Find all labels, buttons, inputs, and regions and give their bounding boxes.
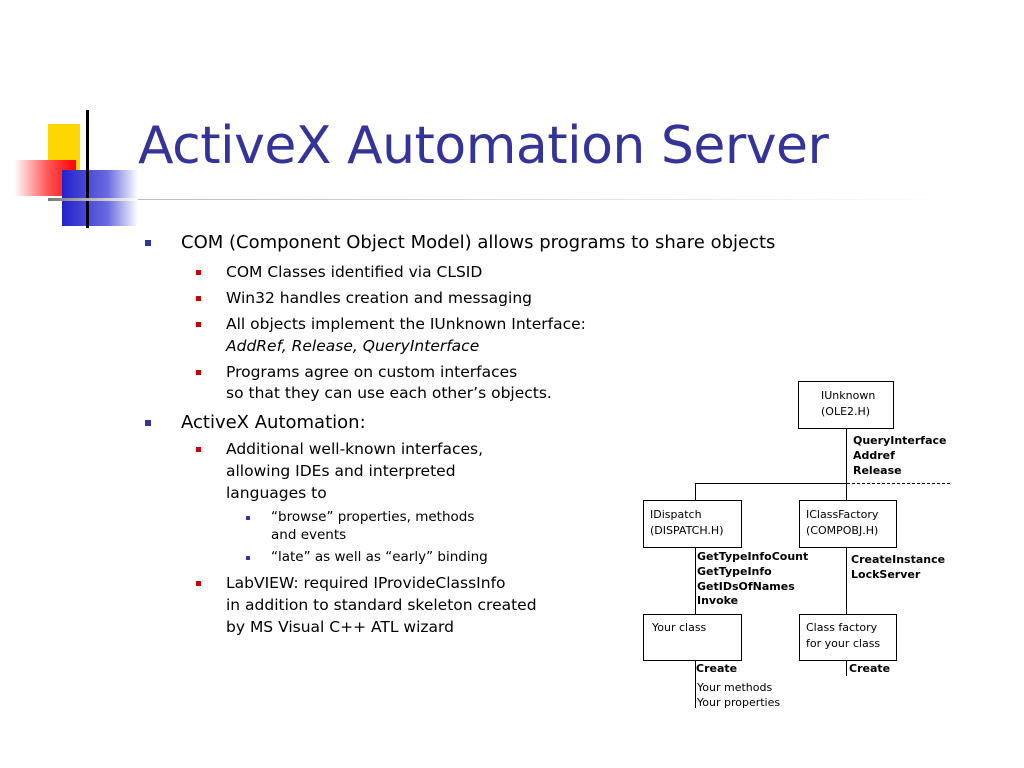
create-label-left: Create [696, 662, 738, 675]
iclassfactory-method: LockServer [851, 568, 921, 581]
bullet-marker [196, 581, 201, 586]
connector-line [695, 483, 847, 484]
bullet-interfaces-line3: languages to [226, 484, 327, 502]
your-methods-label: Your methods [697, 681, 773, 694]
connector-line [846, 547, 847, 614]
connector-line [846, 428, 847, 484]
class-factory-box: Class factory for your class [799, 614, 897, 661]
your-class-box: Your class [643, 614, 742, 661]
bullet-browse: “browse” properties, methods [271, 509, 475, 525]
bullet-interfaces-line2: allowing IDEs and interpreted [226, 462, 456, 480]
bullet-custom-interfaces: Programs agree on custom interfaces [226, 363, 518, 381]
bullet-custom-interfaces-cont: so that they can use each other’s object… [226, 384, 552, 402]
bullet-marker [196, 322, 201, 327]
idispatch-label: IDispatch [650, 508, 702, 521]
connector-line [695, 483, 696, 500]
bullet-iunknown-methods: AddRef, Release, QueryInterface [226, 337, 480, 355]
page-title: ActiveX Automation Server [138, 116, 829, 176]
bullet-iunknown: All objects implement the IUnknown Inter… [226, 315, 586, 333]
idispatch-box: IDispatch (DISPATCH.H) [643, 500, 742, 548]
iclassfactory-label: IClassFactory [806, 508, 879, 521]
bullet-browse-cont: and events [271, 527, 347, 543]
iclassfactory-box: IClassFactory (COMPOBJ.H) [799, 500, 897, 548]
bullet-marker [246, 556, 250, 560]
bullet-labview-line1: LabVIEW: required IProvideClassInfo [226, 574, 506, 592]
idispatch-method: GetTypeInfo [697, 565, 772, 578]
iunknown-box: IUnknown (OLE2.H) [798, 381, 894, 429]
your-class-label: Your class [652, 621, 707, 634]
title-divider [138, 199, 958, 200]
bullet-marker [145, 240, 151, 246]
bullet-labview-line2: in addition to standard skeleton created [226, 596, 537, 614]
connector-line [695, 660, 696, 708]
idispatch-method: Invoke [697, 594, 739, 607]
class-factory-label: Class factory [806, 621, 878, 634]
iunknown-label: IUnknown [821, 389, 876, 402]
iclassfactory-method: CreateInstance [851, 553, 946, 566]
class-factory-label-cont: for your class [806, 637, 881, 650]
bullet-com-clsid: COM Classes identified via CLSID [226, 263, 483, 281]
bullet-labview-line3: by MS Visual C++ ATL wizard [226, 618, 454, 636]
bullet-marker [246, 516, 250, 520]
dashed-divider [847, 483, 950, 484]
create-label-right: Create [849, 662, 891, 675]
idispatch-method: GetIDsOfNames [697, 580, 795, 593]
bullet-activex: ActiveX Automation: [181, 412, 366, 433]
iunknown-method: Release [853, 464, 902, 477]
bullet-marker [196, 370, 201, 375]
iunknown-method: QueryInterface [853, 434, 947, 447]
decorative-logo [14, 110, 140, 228]
bullet-marker [196, 296, 201, 301]
bullet-win32: Win32 handles creation and messaging [226, 289, 532, 307]
iunknown-method: Addref [853, 449, 895, 462]
connector-line [695, 547, 696, 614]
bullet-binding: “late” as well as “early” binding [271, 549, 488, 565]
bullet-interfaces-line1: Additional well-known interfaces, [226, 440, 483, 458]
idispatch-method: GetTypeInfoCount [697, 550, 809, 563]
bullet-marker [196, 447, 201, 452]
connector-line [846, 660, 847, 676]
iunknown-header: (OLE2.H) [821, 405, 871, 418]
idispatch-header: (DISPATCH.H) [650, 524, 724, 537]
connector-line [846, 483, 847, 500]
iclassfactory-header: (COMPOBJ.H) [806, 524, 879, 537]
bullet-marker [145, 420, 151, 426]
your-properties-label: Your properties [697, 696, 781, 709]
bullet-marker [196, 270, 201, 275]
bullet-com: COM (Component Object Model) allows prog… [181, 232, 776, 253]
